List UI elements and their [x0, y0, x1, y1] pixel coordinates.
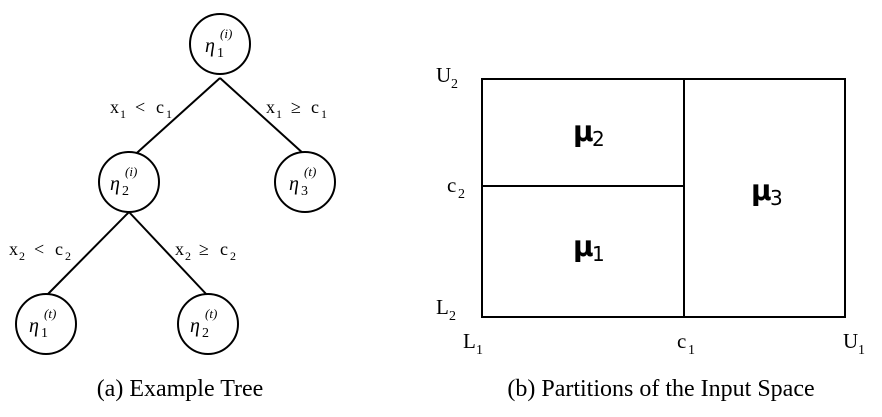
node-subscript: 1 [41, 326, 48, 341]
axis-label-sub: 1 [476, 343, 483, 358]
split-const: c [156, 97, 164, 117]
split-var-sub: 2 [19, 249, 25, 263]
axis-label-base: U [843, 329, 858, 353]
region-symbol: μ [573, 230, 594, 263]
node-symbol: η [110, 173, 120, 195]
split-var: x [110, 97, 119, 117]
tree-node-terminal-3: η 3 (t) [274, 151, 336, 213]
split-var-sub: 1 [120, 107, 126, 121]
node-superscript: (t) [44, 306, 56, 321]
split-const-sub: 2 [65, 249, 71, 263]
axis-label-base: c [447, 173, 456, 197]
axis-label-base: c [677, 329, 686, 353]
axis-label-base: L [463, 329, 476, 353]
region-label-mu3: μ 3 [751, 174, 783, 210]
axis-label-L2: L 2 [436, 295, 456, 324]
axis-label-U1: U 1 [843, 329, 865, 358]
split-operator: ≥ [291, 97, 301, 117]
split-var: x [266, 97, 275, 117]
node-symbol: η [289, 173, 299, 195]
axis-label-sub: 2 [449, 309, 456, 324]
axis-label-c2: c 2 [447, 173, 465, 202]
node-symbol: η [190, 315, 200, 337]
axis-label-U2: U 2 [436, 63, 458, 92]
caption-tree: (a) Example Tree [97, 376, 264, 402]
axis-label-sub: 1 [858, 343, 865, 358]
example-tree: η 1 (i) η 2 (i) η 3 (t) η 1 (t) η 2 (t) [9, 13, 336, 402]
region-symbol: μ [751, 174, 772, 207]
node-superscript: (i) [220, 26, 232, 41]
region-subscript: 2 [592, 127, 605, 151]
axis-label-base: U [436, 63, 451, 87]
axis-label-sub: 1 [688, 343, 695, 358]
axis-label-L1: L 1 [463, 329, 483, 358]
node-subscript: 2 [202, 326, 209, 341]
region-label-mu1: μ 1 [573, 230, 605, 266]
split-const-sub: 2 [230, 249, 236, 263]
split-const: c [220, 239, 228, 259]
axis-label-c1: c 1 [677, 329, 695, 358]
region-subscript: 1 [592, 242, 605, 266]
node-superscript: (i) [125, 164, 137, 179]
tree-node-terminal-1: η 1 (t) [15, 293, 77, 355]
split-label-x2-ge-c2: x 2 ≥ c 2 [175, 239, 236, 263]
partition-diagram: μ 2 μ 1 μ 3 U 2 c 2 L 2 L 1 c 1 [436, 63, 865, 402]
split-label-x2-lt-c2: x 2 < c 2 [9, 239, 71, 263]
node-superscript: (t) [304, 164, 316, 179]
split-operator: < [34, 239, 44, 259]
split-const: c [311, 97, 319, 117]
split-var-sub: 1 [276, 107, 282, 121]
node-superscript: (t) [205, 306, 217, 321]
tree-node-internal-2: η 2 (i) [98, 151, 160, 213]
split-var-sub: 2 [185, 249, 191, 263]
node-symbol: η [29, 315, 39, 337]
tree-node-root: η 1 (i) [189, 13, 251, 75]
axis-label-sub: 2 [451, 77, 458, 92]
node-subscript: 3 [301, 184, 308, 199]
split-const-sub: 1 [166, 107, 172, 121]
node-subscript: 1 [217, 46, 224, 61]
region-label-mu2: μ 2 [573, 115, 605, 151]
region-symbol: μ [573, 115, 594, 148]
input-space-box [481, 78, 846, 318]
split-var: x [175, 239, 184, 259]
split-label-x1-ge-c1: x 1 ≥ c 1 [266, 97, 327, 121]
axis-label-base: L [436, 295, 449, 319]
split-operator: < [135, 97, 145, 117]
edge-n1-n2 [128, 77, 221, 161]
split-const-sub: 1 [321, 107, 327, 121]
axis-label-sub: 2 [458, 187, 465, 202]
node-symbol: η [205, 35, 215, 57]
edge-n2-n4 [45, 211, 130, 297]
edge-n2-n5 [128, 211, 209, 297]
caption-partition: (b) Partitions of the Input Space [507, 376, 814, 402]
split-var: x [9, 239, 18, 259]
node-subscript: 2 [122, 184, 129, 199]
region-subscript: 3 [770, 186, 783, 210]
split-label-x1-lt-c1: x 1 < c 1 [110, 97, 172, 121]
split-const: c [55, 239, 63, 259]
edge-n1-n3 [219, 77, 306, 156]
tree-node-terminal-2: η 2 (t) [177, 293, 239, 355]
split-operator: ≥ [199, 239, 209, 259]
